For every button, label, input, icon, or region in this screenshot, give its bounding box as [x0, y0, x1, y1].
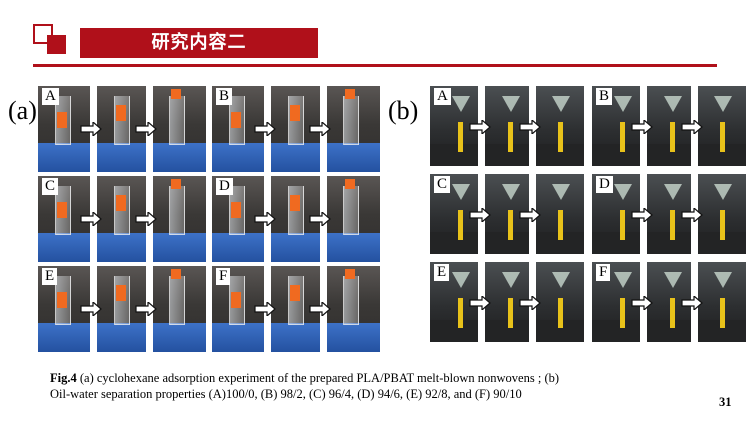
photo-letter-label: A: [42, 88, 59, 105]
right-arrow-icon: [469, 208, 491, 222]
page-number: 31: [719, 395, 732, 409]
right-arrow-icon: [681, 120, 703, 134]
right-arrow-icon: [469, 296, 491, 310]
right-arrow-icon: [254, 302, 276, 316]
photo-letter-label: F: [216, 268, 231, 285]
right-arrow-icon: [681, 296, 703, 310]
photo-f: F: [592, 262, 746, 342]
photo-letter-label: C: [42, 178, 59, 195]
figure-label: Fig.4: [50, 371, 77, 385]
photo-letter-label: B: [596, 88, 613, 105]
photo-b: B: [212, 86, 380, 172]
photo-c: C: [430, 174, 584, 254]
photo-d: D: [212, 176, 380, 262]
photo-a: A: [38, 86, 206, 172]
right-arrow-icon: [135, 212, 157, 226]
photo-letter-label: B: [216, 88, 233, 105]
photo-letter-label: C: [434, 176, 451, 193]
panel-label-a: (a): [8, 96, 37, 125]
right-arrow-icon: [631, 296, 653, 310]
title-rule: [33, 64, 717, 67]
right-arrow-icon: [519, 120, 541, 134]
right-arrow-icon: [681, 208, 703, 222]
right-arrow-icon: [631, 208, 653, 222]
right-arrow-icon: [519, 208, 541, 222]
right-arrow-icon: [135, 122, 157, 136]
caption-line-2: Oil-water separation properties (A)100/0…: [50, 387, 522, 401]
right-arrow-icon: [135, 302, 157, 316]
photo-letter-label: D: [596, 176, 613, 193]
slide-title: 研究内容二: [80, 28, 318, 58]
right-arrow-icon: [80, 122, 102, 136]
photo-letter-label: E: [434, 264, 450, 281]
right-arrow-icon: [469, 120, 491, 134]
photo-d: D: [592, 174, 746, 254]
right-arrow-icon: [254, 212, 276, 226]
right-arrow-icon: [309, 212, 331, 226]
figure-caption: Fig.4 (a) cyclohexane adsorption experim…: [50, 370, 690, 402]
photo-f: F: [212, 266, 380, 352]
right-arrow-icon: [309, 302, 331, 316]
panel-label-b: (b): [388, 96, 419, 125]
right-arrow-icon: [309, 122, 331, 136]
photo-b: B: [592, 86, 746, 166]
photo-letter-label: F: [596, 264, 611, 281]
right-arrow-icon: [80, 302, 102, 316]
photo-a: A: [430, 86, 584, 166]
caption-line-1: (a) cyclohexane adsorption experiment of…: [76, 371, 560, 385]
right-arrow-icon: [631, 120, 653, 134]
photo-letter-label: A: [434, 88, 451, 105]
photo-letter-label: D: [216, 178, 233, 195]
right-arrow-icon: [519, 296, 541, 310]
right-arrow-icon: [254, 122, 276, 136]
photo-c: C: [38, 176, 206, 262]
photo-e: E: [38, 266, 206, 352]
photo-letter-label: E: [42, 268, 58, 285]
photo-e: E: [430, 262, 584, 342]
right-arrow-icon: [80, 212, 102, 226]
logo-squares-icon: [33, 24, 73, 58]
